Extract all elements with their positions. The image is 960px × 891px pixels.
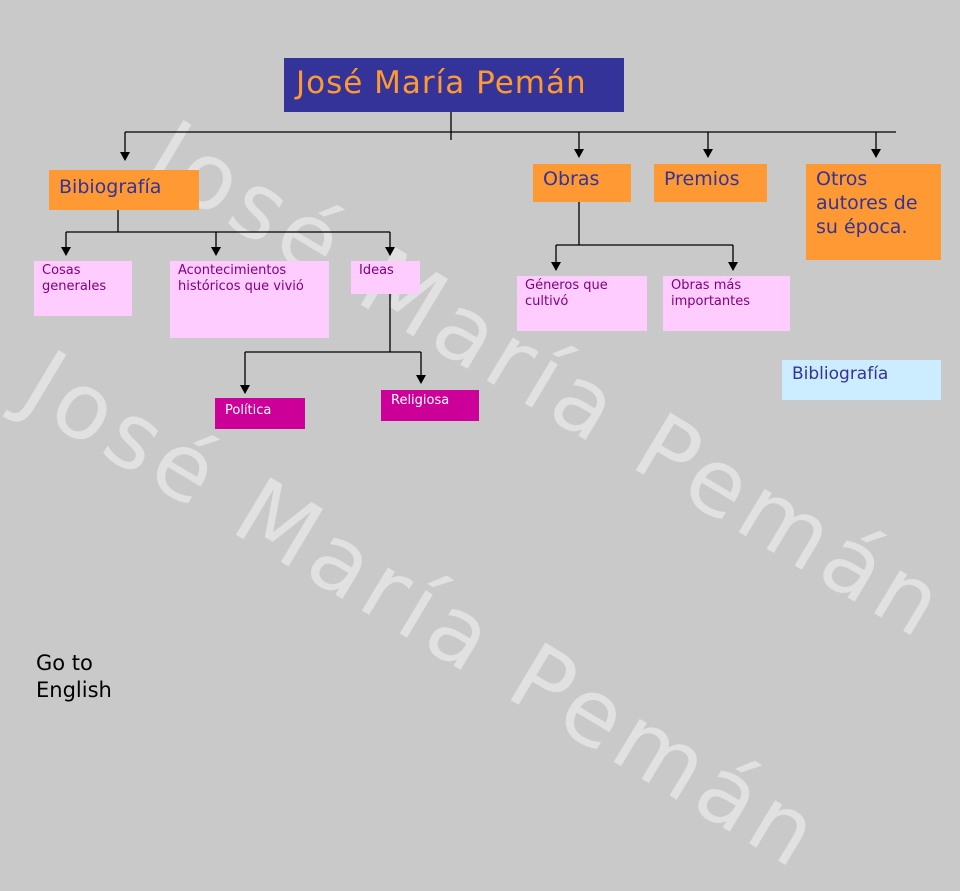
- node-cosas-generales[interactable]: Cosas generales: [34, 261, 132, 316]
- node-obras[interactable]: Obras: [533, 164, 631, 202]
- node-obras-importantes[interactable]: Obras más importantes: [663, 276, 790, 331]
- node-ideas[interactable]: Ideas: [351, 261, 420, 294]
- node-premios[interactable]: Premios: [654, 164, 767, 202]
- node-politica[interactable]: Política: [215, 398, 305, 429]
- node-generos[interactable]: Géneros que cultivó: [517, 276, 647, 331]
- node-biografia[interactable]: Bibiografía: [49, 170, 199, 210]
- diagram-title: José María Pemán: [284, 58, 624, 112]
- node-acontecimientos[interactable]: Acontecimientos históricos que vivió: [170, 261, 329, 338]
- node-otros-autores[interactable]: Otros autores de su época.: [806, 164, 941, 260]
- go-to-english-link[interactable]: Go to English: [36, 651, 112, 703]
- node-religiosa[interactable]: Religiosa: [381, 390, 479, 421]
- bibliografia-link[interactable]: Bibliografía: [782, 360, 941, 400]
- connector-lines: [61, 112, 896, 394]
